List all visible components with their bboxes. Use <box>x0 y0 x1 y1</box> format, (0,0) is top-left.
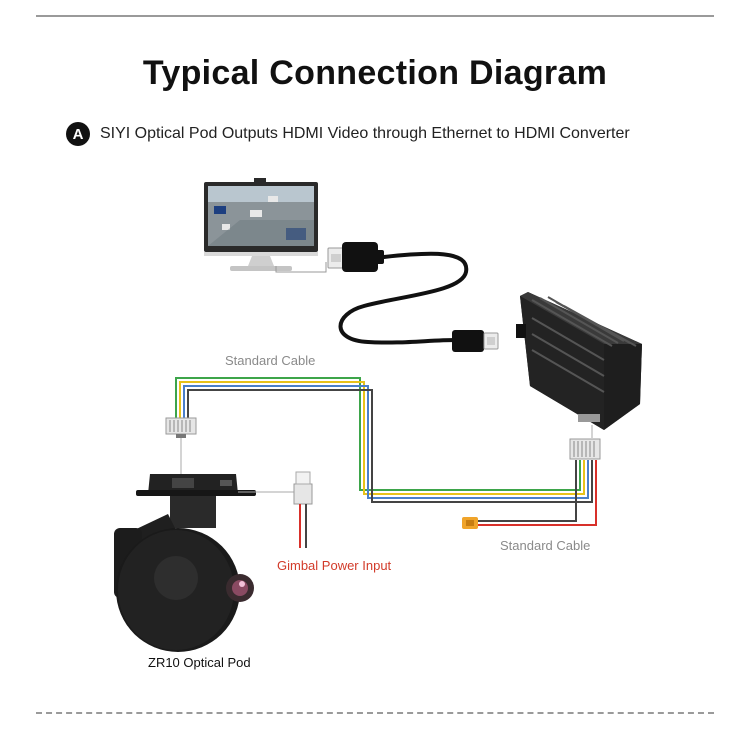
gimbal-camera-icon <box>114 474 256 652</box>
cable-label-bottom: Standard Cable <box>500 538 591 553</box>
hdmi-cable <box>338 251 469 345</box>
xt30-plug-icon <box>462 517 478 529</box>
connector-icon <box>165 417 197 438</box>
power-wire-bundle <box>478 460 597 526</box>
section-subtitle: SIYI Optical Pod Outputs HDMI Video thro… <box>100 125 630 142</box>
power-input-label: Gimbal Power Input <box>277 558 392 573</box>
monitor-icon <box>204 178 318 271</box>
hdmi-plug-icon <box>327 242 384 272</box>
monitor-link-line <box>275 262 327 273</box>
section-badge: A <box>66 122 90 146</box>
bottom-divider <box>36 712 714 714</box>
cable-label-top: Standard Cable <box>225 353 316 368</box>
connector-icon <box>569 438 601 460</box>
hdmi-plug-icon <box>452 330 499 352</box>
signal-wire-bundle <box>175 377 593 503</box>
pod-name-label: ZR10 Optical Pod <box>148 655 251 670</box>
connector-icon <box>293 471 313 548</box>
section-heading: A SIYI Optical Pod Outputs HDMI Video th… <box>66 121 630 147</box>
top-divider <box>36 15 714 17</box>
page-title: Typical Connection Diagram <box>142 54 608 92</box>
converter-box-icon <box>516 292 642 430</box>
